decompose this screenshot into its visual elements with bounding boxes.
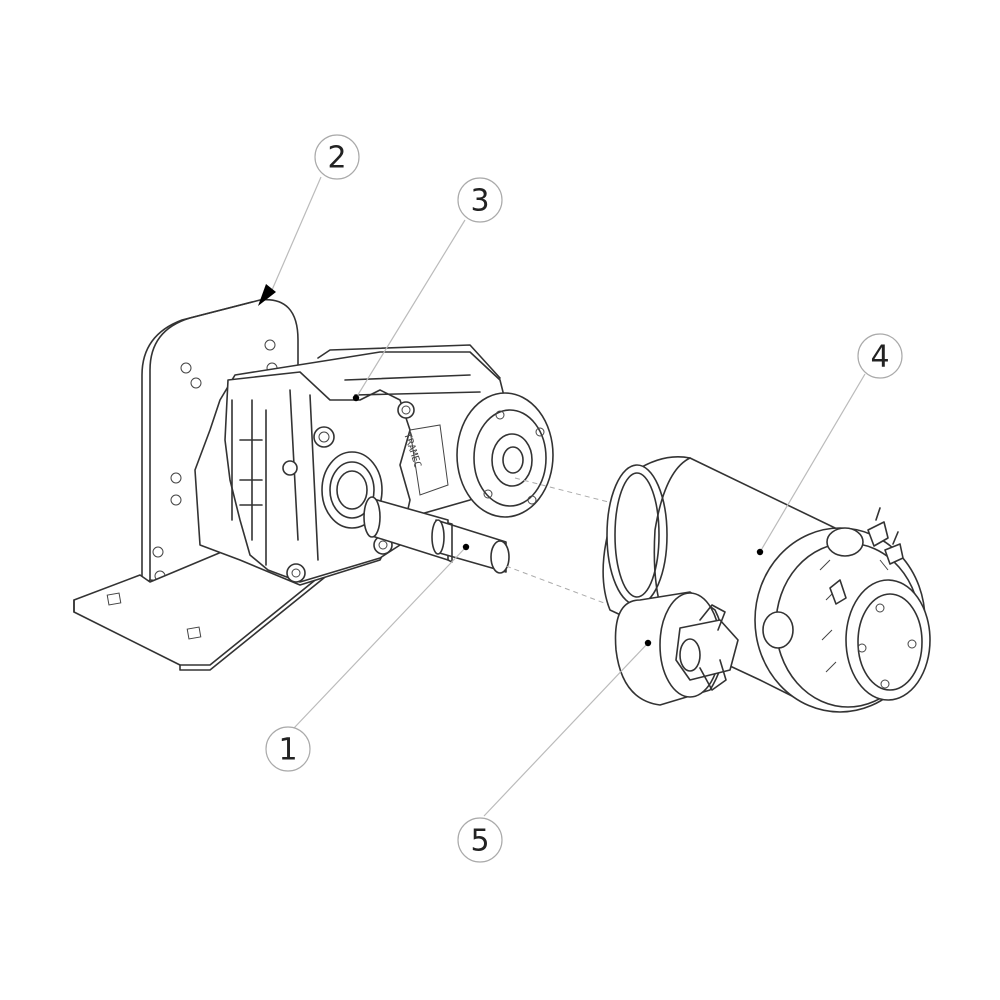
callout-balloon-3: 3 <box>457 177 503 223</box>
callout-label-4: 4 <box>870 340 889 375</box>
output-shaft <box>363 496 510 574</box>
alignment-line-motor <box>514 477 621 506</box>
arrowhead-icon <box>258 284 276 306</box>
callout-balloon-2: 2 <box>314 134 360 180</box>
electric-motor <box>602 456 931 713</box>
callout-label-1: 1 <box>278 733 297 768</box>
gearbox: TRAMEC <box>194 344 554 586</box>
callout-balloon-4: 4 <box>857 333 903 379</box>
anchor-dots <box>352 394 764 647</box>
callout-balloon-5: 5 <box>457 817 503 863</box>
callout-label-5: 5 <box>470 824 489 859</box>
callout-label-3: 3 <box>470 184 489 219</box>
callout-balloon-1: 1 <box>265 726 311 772</box>
callout-label-2: 2 <box>327 141 346 176</box>
jaw-coupling <box>614 591 739 706</box>
leader-lines <box>271 176 866 817</box>
